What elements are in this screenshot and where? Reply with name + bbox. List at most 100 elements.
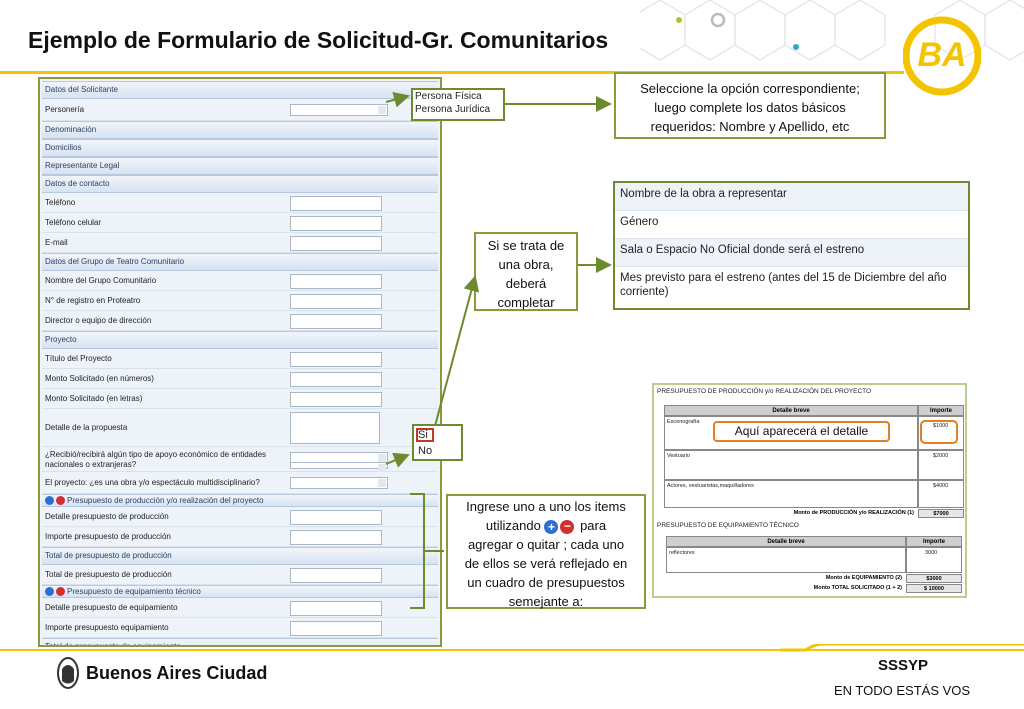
presupuesto-panel: PRESUPUESTO DE PRODUCCIÓN y/o REALIZACIÓ…: [652, 383, 967, 598]
text-input[interactable]: [290, 372, 382, 387]
option-persona-juridica[interactable]: Persona Jurídica: [415, 104, 491, 115]
form-field-label: ¿Recibió/recibirá algún tipo de apoyo ec…: [45, 450, 267, 469]
remove-icon[interactable]: [56, 587, 65, 597]
obra-field: Sala o Espacio No Oficial donde será el …: [615, 239, 968, 267]
form-field-row: Teléfono celular: [42, 213, 438, 233]
form-section-header: Presupuesto de producción y/o realizació…: [42, 494, 438, 507]
form-field-label: Nombre del Grupo Comunitario: [45, 276, 157, 285]
text-input[interactable]: [290, 530, 382, 545]
title-underline: [0, 71, 904, 74]
obra-field: Género: [615, 211, 968, 239]
callout-items-text: utilizando: [485, 518, 541, 533]
add-icon[interactable]: [45, 587, 54, 597]
personeria-options-box: Persona Física Persona Jurídica: [411, 88, 505, 121]
sino-options-box: Si No: [412, 424, 463, 461]
text-input[interactable]: [290, 621, 382, 636]
text-input[interactable]: [290, 196, 382, 211]
monto-total-value: $ 10000: [906, 584, 962, 593]
table-row-importe: 3000: [906, 547, 962, 573]
page-title: Ejemplo de Formulario de Solicitud-Gr. C…: [28, 27, 609, 53]
form-section-header: Domicilios: [42, 139, 438, 157]
ba-logo-text: BA: [917, 36, 967, 74]
add-icon[interactable]: [45, 496, 54, 506]
form-field-row: Importe presupuesto equipamiento: [42, 618, 438, 638]
form-field-label: E-mail: [45, 238, 68, 247]
table-row-importe: $2000: [918, 450, 964, 480]
footer-org: SSSYP: [878, 657, 929, 674]
form-field-row: E-mail: [42, 233, 438, 253]
text-input[interactable]: [290, 352, 382, 367]
callout-obra: Si se trata de una obra, deberá completa…: [474, 232, 578, 311]
obra-field: Nombre de la obra a representar: [615, 183, 968, 211]
callout-obra-line: deberá: [505, 276, 547, 291]
form-field-row: Personería: [42, 99, 438, 121]
form-field-label: Total de presupuesto de producción: [45, 551, 172, 560]
text-input[interactable]: [290, 314, 382, 329]
table-row-importe: $4000: [918, 480, 964, 508]
form-field-label: Teléfono celular: [45, 218, 102, 227]
dropdown-select[interactable]: [290, 477, 388, 489]
form-field-label: Importe presupuesto equipamiento: [45, 623, 169, 632]
form-field-row: Importe presupuesto de producción: [42, 527, 438, 547]
callout-items-line: un cuadro de presupuestos: [467, 575, 625, 590]
form-field-row: N° de registro en Proteatro: [42, 291, 438, 311]
form-section-header: Representante Legal: [42, 157, 438, 175]
text-input[interactable]: [290, 294, 382, 309]
callout-items: Ingrese uno a uno los items utilizando +…: [446, 494, 646, 609]
text-input[interactable]: [290, 601, 382, 616]
text-input[interactable]: [290, 510, 382, 525]
option-si[interactable]: Si: [418, 429, 428, 441]
text-input[interactable]: [290, 236, 382, 251]
form-field-row: Detalle presupuesto de producción: [42, 507, 438, 527]
dropdown-select[interactable]: [290, 462, 388, 472]
form-field-row: Detalle presupuesto de equipamiento: [42, 598, 438, 618]
form-field-label: Presupuesto de equipamiento técnico: [67, 587, 201, 596]
callout-personeria-line: Seleccione la opción correspondiente;: [640, 81, 860, 96]
footer-brand: Buenos Aires Ciudad: [86, 663, 268, 683]
callout-personeria: Seleccione la opción correspondiente; lu…: [614, 72, 886, 139]
form-field-label: Director o equipo de dirección: [45, 316, 152, 325]
form-field-label: Datos del Solicitante: [45, 85, 118, 94]
footer-curve: [780, 644, 1024, 652]
detalle-callout: Aquí aparecerá el detalle: [713, 421, 890, 442]
monto-produccion-value: $7000: [918, 509, 964, 518]
form-field-label: Denominación: [45, 125, 97, 134]
form-field-label: N° de registro en Proteatro: [45, 296, 141, 305]
col-header-importe: Importe: [906, 536, 962, 547]
option-no[interactable]: No: [418, 445, 433, 457]
option-si-highlight: [416, 428, 434, 442]
form-field-row: Teléfono: [42, 193, 438, 213]
text-input[interactable]: [290, 216, 382, 231]
form-field-label: Total de presupuesto de equipamiento: [45, 642, 181, 647]
footer-slogan: EN TODO ESTÁS VOS: [834, 683, 971, 698]
text-input[interactable]: [290, 392, 382, 407]
form-field-label: Teléfono: [45, 198, 76, 207]
callout-personeria-line: luego complete los datos básicos: [654, 100, 846, 115]
form-field-row: El proyecto: ¿es una obra y/o espectácul…: [42, 472, 438, 494]
presupuesto-title-produccion: PRESUPUESTO DE PRODUCCIÓN y/o REALIZACIÓ…: [657, 388, 872, 395]
dropdown-select[interactable]: [290, 104, 388, 116]
form-section-header: Datos del Grupo de Teatro Comunitario: [42, 253, 438, 271]
text-input[interactable]: [290, 274, 382, 289]
form-section-header: Total de presupuesto de producción: [42, 547, 438, 565]
form-field-row: Monto Solicitado (en letras): [42, 389, 438, 409]
form-section-header: Proyecto: [42, 331, 438, 349]
table-row-detalle: Vestuario: [664, 450, 918, 480]
form-section-header: Presupuesto de equipamiento técnico: [42, 585, 438, 598]
obra-fields-panel: Nombre de la obra a representar Género S…: [613, 181, 970, 310]
hex-pattern-decoration: [640, 0, 1024, 61]
callout-items-line: Ingrese uno a uno los items: [466, 499, 626, 514]
remove-icon[interactable]: [56, 496, 65, 506]
callout-items-text: para: [580, 518, 607, 533]
form-field-label: Proyecto: [45, 335, 77, 344]
table-row-detalle: Actores, vestuaristas,maquilladores: [664, 480, 918, 508]
monto-equipamiento-label: Monto de EQUIPAMIENTO (2): [825, 575, 902, 581]
form-field-label: Domicilios: [45, 143, 82, 152]
callout-items-line: de ellos se verá reflejado en: [464, 556, 628, 571]
text-input[interactable]: [290, 568, 382, 583]
form-field-row: Total de presupuesto de producción: [42, 565, 438, 585]
option-persona-fisica[interactable]: Persona Física: [415, 91, 482, 102]
add-icon: +: [544, 519, 559, 534]
textarea-input[interactable]: [290, 412, 380, 444]
